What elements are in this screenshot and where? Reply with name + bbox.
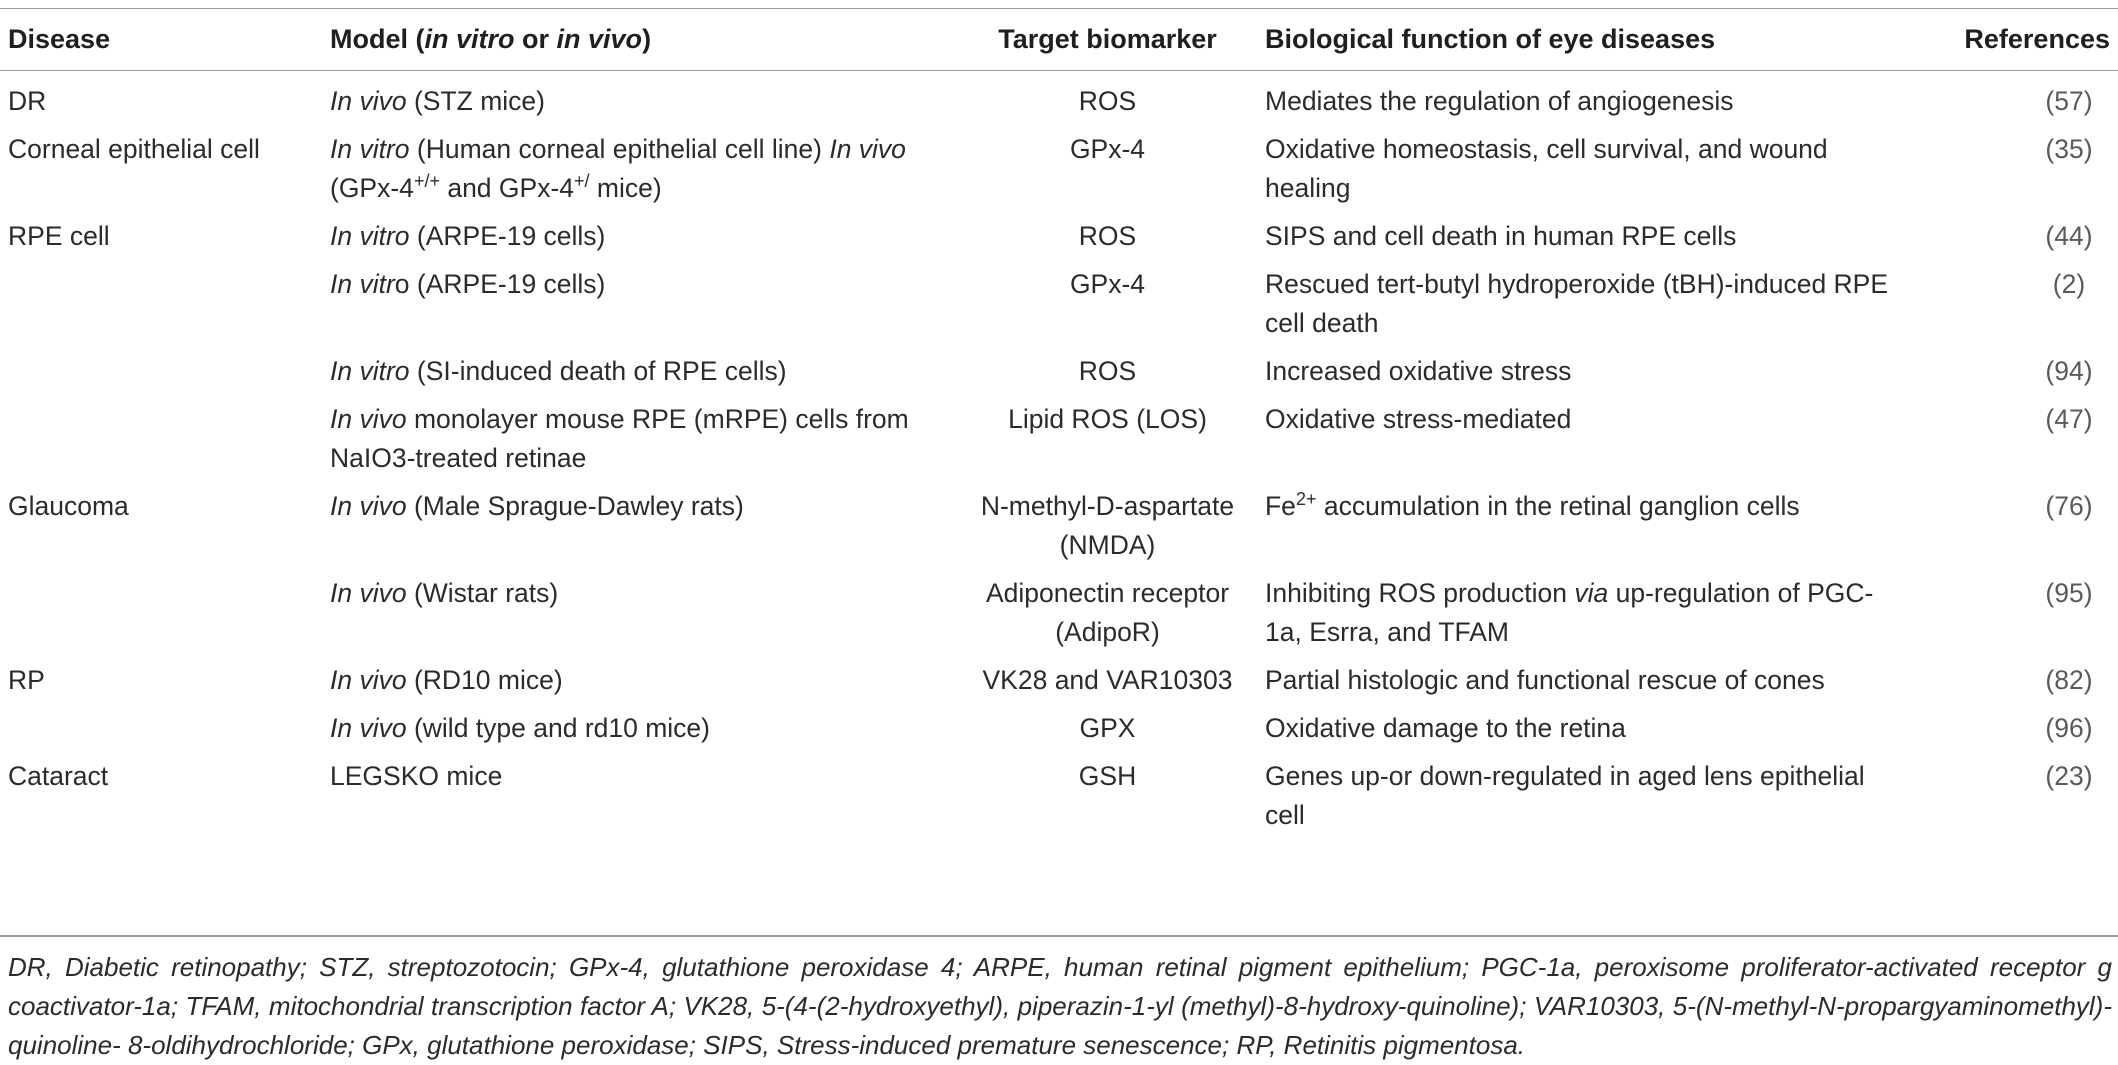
cell-function: Increased oxidative stress [1265, 356, 1572, 386]
cell-reference: (23) [2045, 761, 2093, 791]
cell-disease [8, 394, 330, 481]
header-references: References [1964, 23, 2110, 54]
cell-function: Mediates the regulation of angiogenesis [1265, 86, 1734, 116]
cell-target: GPx-4 [1069, 134, 1146, 164]
cell-model: In vivo (Male Sprague-Dawley rats) [330, 491, 744, 521]
cell-reference: (96) [2045, 713, 2093, 743]
table-row: DR In vivo (STZ mice) ROS Mediates the r… [8, 70, 2114, 124]
header-function: Biological function of eye diseases [1265, 23, 1716, 54]
cell-target: GSH [1078, 761, 1137, 791]
cell-function: Fe2+ accumulation in the retinal ganglio… [1265, 489, 1800, 521]
table-row: In vivo (wild type and rd10 mice) GPX Ox… [8, 703, 2114, 751]
table-row: In vitro (ARPE-19 cells) GPx-4 Rescued t… [8, 259, 2114, 346]
cell-reference: (2) [2052, 269, 2086, 299]
cell-target: ROS [1078, 86, 1137, 116]
cell-reference: (47) [2045, 404, 2093, 434]
cell-model: In vitro (ARPE-19 cells) [330, 269, 606, 299]
cell-disease: RP [8, 665, 45, 695]
header-disease: Disease [8, 23, 111, 54]
table-row: In vivo monolayer mouse RPE (mRPE) cells… [8, 394, 2114, 481]
data-table: Disease Model (in vitro or in vivo) Targ… [8, 8, 2114, 838]
table-row: In vitro (SI-induced death of RPE cells)… [8, 346, 2114, 394]
table-row: RP In vivo (RD10 mice) VK28 and VAR10303… [8, 655, 2114, 703]
table-row: Corneal epithelial cell In vitro (Human … [8, 124, 2114, 211]
cell-model: In vivo (RD10 mice) [330, 665, 563, 695]
table-row: Glaucoma In vivo (Male Sprague-Dawley ra… [8, 481, 2114, 568]
cell-function: Oxidative damage to the retina [1265, 713, 1626, 743]
bottom-rule [0, 935, 2118, 937]
cell-target: Adiponectin receptor (AdipoR) [985, 578, 1230, 647]
cell-target: N-methyl-D-aspartate (NMDA) [980, 491, 1235, 560]
cell-model: In vitro (Human corneal epithelial cell … [330, 134, 906, 203]
cell-target: ROS [1078, 356, 1137, 386]
cell-model: In vivo monolayer mouse RPE (mRPE) cells… [330, 404, 909, 473]
header-target: Target biomarker [998, 23, 1217, 54]
cell-target: ROS [1078, 221, 1137, 251]
cell-reference: (94) [2045, 356, 2093, 386]
cell-model: LEGSKO mice [330, 761, 503, 791]
cell-model: In vivo (wild type and rd10 mice) [330, 713, 710, 743]
cell-disease: RPE cell [8, 221, 110, 251]
cell-disease: Cataract [8, 761, 109, 791]
cell-function: SIPS and cell death in human RPE cells [1265, 221, 1737, 251]
cell-model: In vitro (SI-induced death of RPE cells) [330, 356, 787, 386]
cell-function: Oxidative homeostasis, cell survival, an… [1265, 134, 1828, 203]
cell-disease: Glaucoma [8, 491, 129, 521]
cell-function: Oxidative stress-mediated [1265, 404, 1572, 434]
cell-disease: Corneal epithelial cell [8, 134, 260, 164]
cell-model: In vitro (ARPE-19 cells) [330, 221, 606, 251]
cell-function: Genes up-or down-regulated in aged lens … [1265, 761, 1865, 830]
cell-reference: (76) [2045, 491, 2093, 521]
cell-target: Lipid ROS (LOS) [1008, 404, 1207, 434]
header-row: Disease Model (in vitro or in vivo) Targ… [8, 8, 2114, 70]
cell-target: GPx-4 [1069, 269, 1146, 299]
cell-reference: (35) [2045, 134, 2093, 164]
cell-function: Inhibiting ROS production via up-regulat… [1265, 578, 1874, 647]
table-row: RPE cell In vitro (ARPE-19 cells) ROS SI… [8, 211, 2114, 259]
header-rule [0, 70, 2118, 71]
cell-disease [8, 568, 330, 655]
header-model: Model (in vitro or in vivo) [330, 23, 652, 54]
cell-target: VK28 and VAR10303 [982, 665, 1233, 695]
cell-function: Partial histologic and functional rescue… [1265, 665, 1825, 695]
cell-target: GPX [1079, 713, 1136, 743]
table-footnote: DR, Diabetic retinopathy; STZ, streptozo… [8, 952, 2112, 1060]
cell-reference: (95) [2045, 578, 2093, 608]
cell-disease: DR [8, 86, 47, 116]
table-row: Cataract LEGSKO mice GSH Genes up-or dow… [8, 751, 2114, 838]
cell-disease [8, 346, 330, 394]
cell-model: In vivo (STZ mice) [330, 86, 545, 116]
cell-reference: (82) [2045, 665, 2093, 695]
top-rule [0, 8, 2118, 9]
cell-disease [8, 259, 330, 346]
cell-reference: (57) [2045, 86, 2093, 116]
cell-reference: (44) [2045, 221, 2093, 251]
cell-disease [8, 703, 330, 751]
table-row: In vivo (Wistar rats) Adiponectin recept… [8, 568, 2114, 655]
cell-model: In vivo (Wistar rats) [330, 578, 559, 608]
cell-function: Rescued tert-butyl hydroperoxide (tBH)-i… [1265, 269, 1889, 338]
